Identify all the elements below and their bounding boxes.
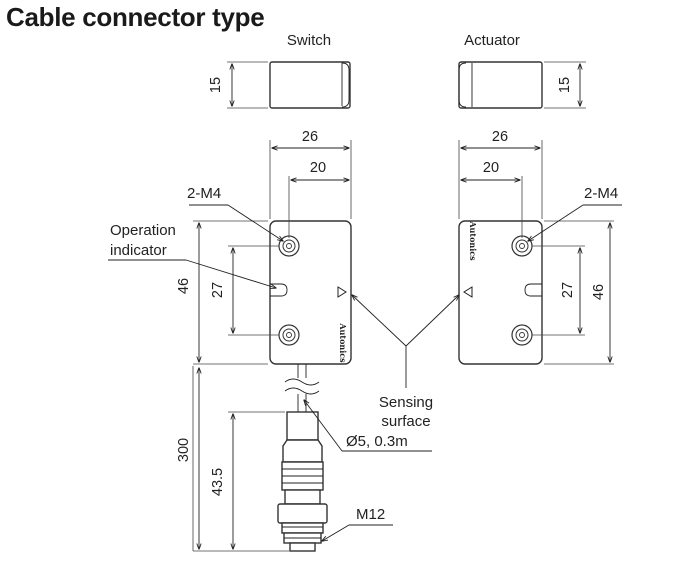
dim-height-actuator: 46 <box>591 284 607 300</box>
callout-operation-indicator-line1: Operation <box>110 222 176 239</box>
callout-sensing-line1: Sensing <box>379 394 433 411</box>
brand-logo-actuator: Autonics <box>468 220 478 261</box>
actuator-sensing-mark-icon <box>463 286 473 298</box>
switch-label: Switch <box>287 32 331 49</box>
switch-front-view: Autonics 26 20 46 27 2-M4 O <box>108 129 352 365</box>
indicator-slot-icon <box>270 283 288 297</box>
callout-mount-holes-switch: 2-M4 <box>187 185 221 202</box>
sensing-surface-callout: Sensing surface <box>352 295 459 430</box>
callout-cable-spec: Ø5, 0.3m <box>346 433 408 450</box>
dim-width-switch: 26 <box>302 129 318 145</box>
dim-hole-width-switch: 20 <box>310 160 326 176</box>
actuator-side-view: 15 <box>458 61 586 109</box>
actuator-front-view: Autonics 26 20 46 27 2-M4 <box>458 129 622 365</box>
callout-mount-holes-actuator: 2-M4 <box>584 185 618 202</box>
actuator-slot-icon <box>524 283 542 297</box>
dim-hole-height-switch: 27 <box>210 282 226 298</box>
callout-connector-thread: M12 <box>356 506 385 523</box>
dim-hole-width-actuator: 20 <box>483 160 499 176</box>
actuator-label: Actuator <box>464 32 520 49</box>
brand-logo-switch: Autonics <box>338 322 348 363</box>
dim-hole-height-actuator: 27 <box>560 282 576 298</box>
dim-height-switch: 46 <box>176 278 192 294</box>
callout-sensing-line2: surface <box>381 413 430 430</box>
dim-width-actuator: 26 <box>492 129 508 145</box>
dim-side-height-switch: 15 <box>208 77 224 93</box>
sensing-mark-icon <box>337 286 347 298</box>
dim-side-height-actuator: 15 <box>557 77 573 93</box>
cable-assembly: 300 43.5 Ø5, 0.3m M12 <box>176 364 432 552</box>
page-title: Cable connector type <box>6 2 265 32</box>
dim-connector-length: 43.5 <box>210 468 226 496</box>
callout-operation-indicator-line2: indicator <box>110 242 167 259</box>
dim-cable-length: 300 <box>176 438 192 462</box>
switch-side-view: 15 <box>208 61 351 109</box>
